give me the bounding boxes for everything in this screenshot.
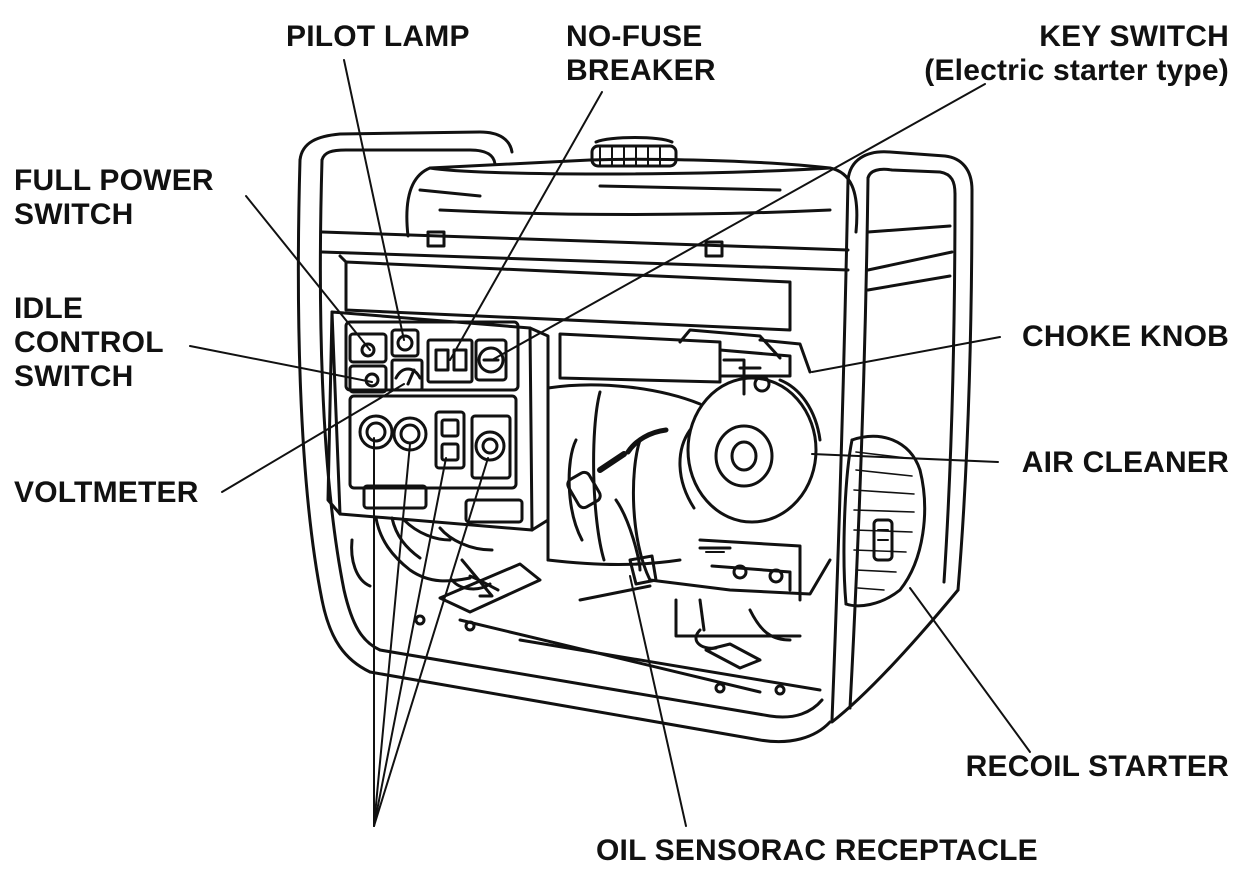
oil-sensor-ac-receptacle-label: OIL SENSORAC RECEPTACLE xyxy=(596,834,1038,868)
fuel-tank xyxy=(405,136,859,258)
voltmeter-label: VOLTMETER xyxy=(14,476,199,510)
base-plate xyxy=(414,562,822,696)
choke-knob-label: CHOKE KNOB xyxy=(1022,320,1229,354)
oil-sensor-ac-receptacle-text: OIL SENSORAC RECEPTACLE xyxy=(596,834,1038,867)
recoil-starter-text: RECOIL STARTER xyxy=(965,750,1229,783)
key-switch-line-1: KEY SWITCH xyxy=(1039,20,1229,53)
leader-lines xyxy=(189,59,1031,827)
engine-block xyxy=(546,328,832,670)
cables xyxy=(350,516,500,598)
full-power-switch-label: FULL POWER SWITCH xyxy=(14,164,214,232)
choke-knob-text: CHOKE KNOB xyxy=(1021,320,1229,353)
full-power-switch-line-1: FULL POWER xyxy=(14,164,214,197)
pilot-lamp-label: PILOT LAMP xyxy=(286,20,470,54)
voltmeter-text: VOLTMETER xyxy=(14,476,199,509)
idle-control-switch-label: IDLE CONTROL SWITCH xyxy=(14,292,164,394)
no-fuse-breaker-line-2: BREAKER xyxy=(566,54,716,87)
key-switch-label: KEY SWITCH (Electric starter type) xyxy=(924,20,1229,88)
idle-control-switch-line-3: SWITCH xyxy=(14,360,134,393)
key-switch-line-2: (Electric starter type) xyxy=(924,54,1229,87)
no-fuse-breaker-line-1: NO-FUSE xyxy=(566,20,703,53)
full-power-switch-line-2: SWITCH xyxy=(14,198,134,231)
recoil-starter-label: RECOIL STARTER xyxy=(966,750,1229,784)
air-cleaner-text: AIR CLEANER xyxy=(1021,446,1229,479)
pilot-lamp-text: PILOT LAMP xyxy=(286,20,470,53)
control-panel-box xyxy=(326,310,550,532)
idle-control-switch-line-1: IDLE xyxy=(14,292,84,325)
frame xyxy=(296,130,974,744)
no-fuse-breaker-label: NO-FUSE BREAKER xyxy=(566,20,716,88)
idle-control-switch-line-2: CONTROL xyxy=(14,326,164,359)
air-cleaner-label: AIR CLEANER xyxy=(1022,446,1229,480)
